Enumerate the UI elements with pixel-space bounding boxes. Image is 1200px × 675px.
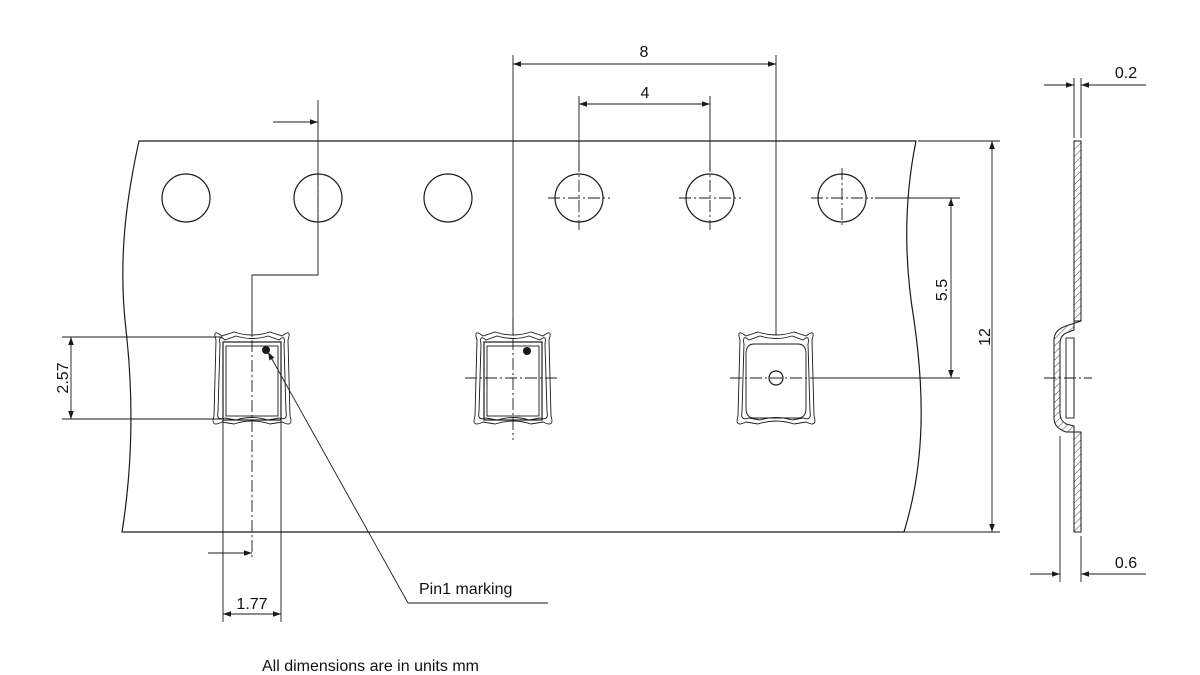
dim-label-4: 4: [641, 85, 650, 102]
sprocket-holes: [161, 160, 873, 230]
dim-2-57: 2.57: [55, 336, 222, 420]
units-footnote: All dimensions are in units mm: [262, 658, 479, 675]
dim-12: 12: [904, 140, 1000, 533]
dim-label-5-5: 5.5: [934, 279, 951, 301]
dim-label-0-6: 0.6: [1115, 555, 1137, 572]
dim-label-1-77: 1.77: [236, 596, 267, 613]
pin1-callout: Pin1 marking: [267, 351, 548, 604]
dim-pitch-8: 8: [512, 44, 777, 335]
dim-pitch-4: 4: [578, 85, 711, 170]
side-profile: 0.2 0.6: [1030, 65, 1146, 582]
dim-label-2-57: 2.57: [55, 362, 72, 393]
dim-label-8: 8: [640, 44, 649, 61]
tape-outline: [121, 140, 922, 533]
dim-1-77: 1.77: [222, 420, 282, 622]
dim-5-5: 5.5: [822, 197, 960, 379]
pocket-right: [736, 331, 816, 425]
pin1-dot-middle: [523, 347, 531, 355]
dim-label-12: 12: [977, 328, 994, 346]
offset-reference: [208, 100, 319, 556]
dim-label-0-2: 0.2: [1115, 65, 1137, 82]
pin1-label: Pin1 marking: [419, 581, 512, 598]
